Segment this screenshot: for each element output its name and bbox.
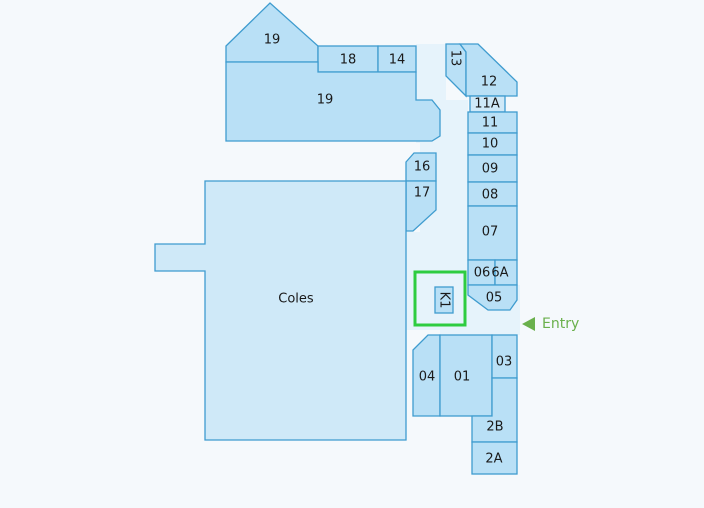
shop-03-label: 03 [496,355,513,370]
shop-09-label: 09 [482,162,499,177]
shop-01[interactable] [439,334,493,417]
shop-19-main-label: 19 [317,93,334,108]
shop-14-label: 14 [389,53,406,68]
shop-09[interactable] [467,154,518,183]
entry-label: Entry [542,316,579,332]
kiosk-highlight-box [413,270,467,327]
shop-05-label: 05 [486,291,503,306]
shop-2a-label: 2A [485,452,502,467]
shop-03[interactable] [491,334,518,379]
shop-06-label: 06 [474,266,491,281]
shop-6a-label: 6A [491,266,508,281]
shop-12[interactable] [458,43,518,97]
kiosk-k1-label: K1 [437,292,452,309]
shop-18[interactable] [317,45,379,73]
shop-07-label: 07 [482,225,499,240]
shop-coles[interactable] [154,180,407,441]
shop-11-label: 11 [482,116,499,131]
shop-04-label: 04 [419,370,436,385]
shop-coles-label: Coles [278,292,314,307]
shop-16-label: 16 [414,160,431,175]
shop-16[interactable] [405,152,437,182]
shop-08-label: 08 [482,188,499,203]
shop-19-top-label: 19 [264,33,281,48]
shop-12-label: 12 [481,75,498,90]
shop-18-label: 18 [340,53,357,68]
shop-01-label: 01 [454,370,471,385]
shop-10-label: 10 [482,137,499,152]
shop-11a-label: 11A [474,97,500,112]
shop-14[interactable] [377,45,417,73]
shop-13-label: 13 [448,50,463,67]
kiosk-k1[interactable] [434,286,454,314]
shop-19-main[interactable] [225,61,441,142]
shop-17-label: 17 [414,186,431,201]
shop-2a[interactable] [471,441,518,475]
shop-05[interactable] [467,284,518,311]
entry-arrow-icon [522,317,535,331]
shop-2b-label: 2B [486,420,503,435]
